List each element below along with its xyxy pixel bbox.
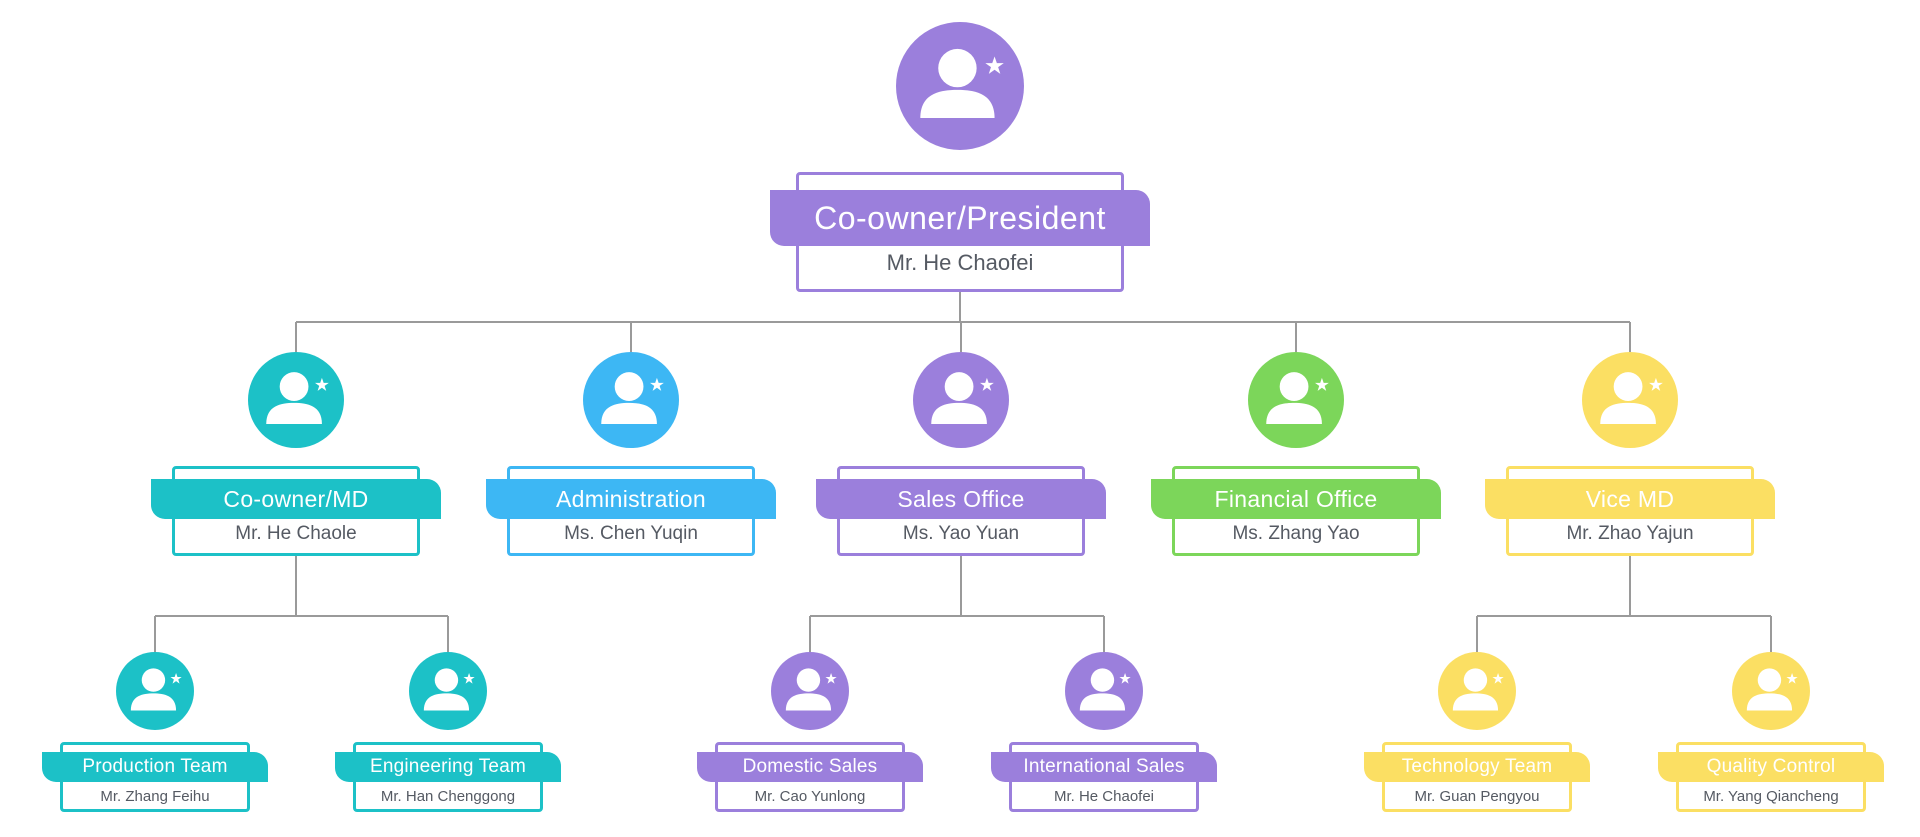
user-star-icon bbox=[116, 652, 194, 730]
role-title: Financial Office bbox=[1151, 479, 1441, 519]
person-name: Mr. He Chaole bbox=[235, 523, 357, 544]
team-node-engineering: Mr. Han Chenggong Engineering Team bbox=[335, 652, 561, 832]
person-name: Mr. Guan Pengyou bbox=[1414, 788, 1540, 805]
user-star-icon bbox=[1438, 652, 1516, 730]
user-star-icon bbox=[896, 22, 1024, 150]
role-title: International Sales bbox=[991, 752, 1217, 782]
person-name: Mr. Han Chenggong bbox=[380, 788, 516, 805]
person-name: Ms. Chen Yuqin bbox=[564, 523, 698, 544]
user-star-icon bbox=[409, 652, 487, 730]
user-star-icon bbox=[913, 352, 1009, 448]
user-star-icon bbox=[248, 352, 344, 448]
team-node-quality-control: Mr. Yang Qiancheng Quality Control bbox=[1658, 652, 1884, 832]
role-title: Co-owner/President bbox=[770, 190, 1150, 246]
role-title: Co-owner/MD bbox=[151, 479, 441, 519]
role-title: Vice MD bbox=[1485, 479, 1775, 519]
person-name: Mr. Cao Yunlong bbox=[754, 788, 866, 805]
team-node-technology: Mr. Guan Pengyou Technology Team bbox=[1364, 652, 1590, 832]
role-title: Domestic Sales bbox=[697, 752, 923, 782]
user-star-icon bbox=[1732, 652, 1810, 730]
department-node-financial-office: Ms. Zhang Yao Financial Office bbox=[1151, 352, 1441, 592]
person-name: Mr. Zhao Yajun bbox=[1566, 523, 1694, 544]
department-node-administration: Ms. Chen Yuqin Administration bbox=[486, 352, 776, 592]
person-name: Mr. He Chaofei bbox=[886, 250, 1034, 275]
team-node-international-sales: Mr. He Chaofei International Sales bbox=[991, 652, 1217, 832]
department-node-sales-office: Ms. Yao Yuan Sales Office bbox=[816, 352, 1106, 592]
department-node-vice-md: Mr. Zhao Yajun Vice MD bbox=[1485, 352, 1775, 592]
team-node-production: Mr. Zhang Feihu Production Team bbox=[42, 652, 268, 832]
person-name: Mr. Zhang Feihu bbox=[100, 788, 210, 805]
person-name: Mr. Yang Qiancheng bbox=[1703, 788, 1839, 805]
user-star-icon bbox=[771, 652, 849, 730]
president-node: Mr. He Chaofei Co-owner/President bbox=[770, 22, 1150, 312]
role-title: Engineering Team bbox=[335, 752, 561, 782]
department-node-co-owner-md: Mr. He Chaole Co-owner/MD bbox=[151, 352, 441, 592]
user-star-icon bbox=[1248, 352, 1344, 448]
person-name: Ms. Yao Yuan bbox=[902, 523, 1020, 544]
role-title: Sales Office bbox=[816, 479, 1106, 519]
person-name: Mr. He Chaofei bbox=[1053, 788, 1155, 805]
user-star-icon bbox=[1065, 652, 1143, 730]
role-title: Administration bbox=[486, 479, 776, 519]
role-title: Technology Team bbox=[1364, 752, 1590, 782]
team-node-domestic-sales: Mr. Cao Yunlong Domestic Sales bbox=[697, 652, 923, 832]
user-star-icon bbox=[583, 352, 679, 448]
person-name: Ms. Zhang Yao bbox=[1232, 523, 1360, 544]
user-star-icon bbox=[1582, 352, 1678, 448]
role-title: Quality Control bbox=[1658, 752, 1884, 782]
role-title: Production Team bbox=[42, 752, 268, 782]
